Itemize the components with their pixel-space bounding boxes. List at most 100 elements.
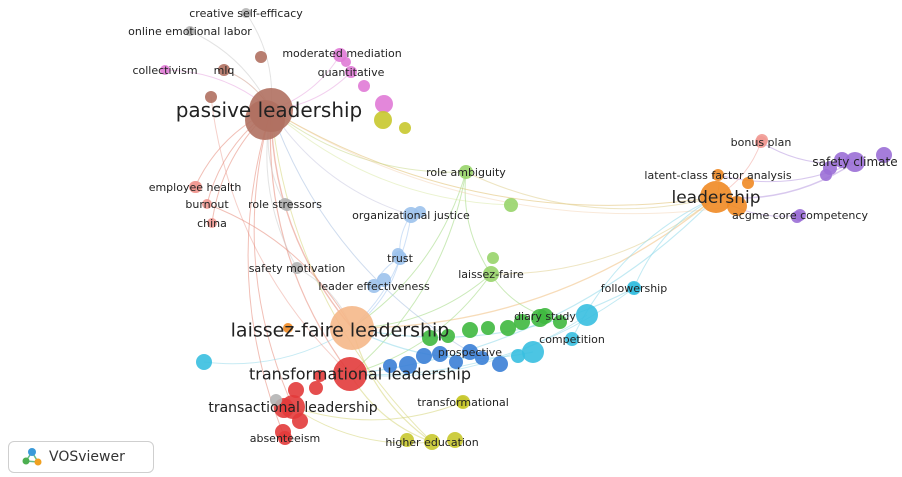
node-online-emotional-labor[interactable] xyxy=(185,26,195,36)
node-minor[interactable] xyxy=(399,122,411,134)
node-safety-climate[interactable] xyxy=(845,152,865,172)
label-leadership[interactable]: leadership xyxy=(672,188,761,208)
node-minor[interactable] xyxy=(374,111,392,129)
node-trust[interactable] xyxy=(393,251,407,265)
node-minor[interactable] xyxy=(422,330,438,346)
node-minor[interactable] xyxy=(447,432,463,448)
node-transformational-leadership[interactable] xyxy=(333,357,367,391)
label-safety-motivation[interactable]: safety motivation xyxy=(249,262,346,275)
label-quantitative[interactable]: quantitative xyxy=(318,66,385,79)
node-laissez-faire[interactable] xyxy=(483,266,499,282)
node-safety-motivation[interactable] xyxy=(291,262,303,274)
vosviewer-logo-badge[interactable]: VOSviewer xyxy=(8,441,154,473)
label-safety-climate[interactable]: safety climate xyxy=(812,155,897,169)
node-minor[interactable] xyxy=(309,381,323,395)
node-minor[interactable] xyxy=(314,370,326,382)
node-minor[interactable] xyxy=(727,196,747,216)
node-minor[interactable] xyxy=(504,198,518,212)
node-minor[interactable] xyxy=(742,177,754,189)
node-minor[interactable] xyxy=(375,95,393,113)
label-transactional-leadership[interactable]: transactional leadership xyxy=(208,400,377,416)
label-moderated-mediation[interactable]: moderated mediation xyxy=(282,47,401,60)
node-competition[interactable] xyxy=(565,332,579,346)
node-minor[interactable] xyxy=(441,329,455,343)
node-leader-effectiveness[interactable] xyxy=(367,279,381,293)
label-passive-leadership[interactable]: passive leadership xyxy=(176,98,363,122)
node-followership[interactable] xyxy=(627,281,641,295)
label-leader-effectiveness[interactable]: leader effectiveness xyxy=(318,280,430,293)
label-latent-class-factor-analysis[interactable]: latent-class factor analysis xyxy=(644,169,791,182)
node-diary-study[interactable] xyxy=(537,308,553,324)
node-quantitative[interactable] xyxy=(345,66,357,78)
label-role-stressors[interactable]: role stressors xyxy=(248,198,322,211)
label-trust[interactable]: trust xyxy=(387,252,414,265)
label-transformational-leadership[interactable]: transformational leadership xyxy=(249,365,471,384)
node-minor[interactable] xyxy=(400,433,414,447)
node-mlq[interactable] xyxy=(218,64,230,76)
node-prospective[interactable] xyxy=(462,344,478,360)
node-latent-class-factor-analysis[interactable] xyxy=(712,169,724,181)
node-minor[interactable] xyxy=(283,323,293,333)
node-minor[interactable] xyxy=(358,80,370,92)
node-minor[interactable] xyxy=(514,314,530,330)
node-bonus-plan[interactable] xyxy=(755,136,767,148)
node-minor[interactable] xyxy=(462,322,478,338)
node-moderated-mediation[interactable] xyxy=(333,48,347,62)
node-higher-education[interactable] xyxy=(424,434,440,450)
label-acgme-core-competency[interactable]: acgme core competency xyxy=(732,209,868,222)
node-minor[interactable] xyxy=(492,356,508,372)
node-transactional-leadership[interactable] xyxy=(281,395,305,419)
node-minor[interactable] xyxy=(522,341,544,363)
node-minor[interactable] xyxy=(481,321,495,335)
node-minor[interactable] xyxy=(288,382,304,398)
label-higher-education[interactable]: higher education xyxy=(385,436,478,449)
label-burnout[interactable]: burnout xyxy=(185,198,229,211)
label-organizational-justice[interactable]: organizational justice xyxy=(352,209,470,222)
node-laissez-faire-leadership[interactable] xyxy=(330,306,374,350)
label-laissez-faire-leadership[interactable]: laissez-faire leadership xyxy=(231,320,450,342)
node-passive-leadership[interactable] xyxy=(249,88,293,132)
node-minor[interactable] xyxy=(449,355,463,369)
node-minor[interactable] xyxy=(475,351,489,365)
node-minor[interactable] xyxy=(432,346,448,362)
label-competition[interactable]: competition xyxy=(539,333,605,346)
label-bonus-plan[interactable]: bonus plan xyxy=(731,136,792,149)
node-acgme-core-competency[interactable] xyxy=(794,209,806,221)
node-organizational-justice[interactable] xyxy=(403,207,419,223)
label-mlq[interactable]: mlq xyxy=(214,64,235,77)
label-laissez-faire[interactable]: laissez-faire xyxy=(458,268,524,281)
node-collectivism[interactable] xyxy=(160,65,170,75)
label-collectivism[interactable]: collectivism xyxy=(132,64,197,77)
node-minor[interactable] xyxy=(416,348,432,364)
label-prospective[interactable]: prospective xyxy=(438,346,502,359)
node-minor[interactable] xyxy=(205,91,217,103)
node-absenteeism[interactable] xyxy=(278,431,292,445)
label-online-emotional-labor[interactable]: online emotional labor xyxy=(128,25,252,38)
node-burnout[interactable] xyxy=(202,199,212,209)
node-minor[interactable] xyxy=(399,356,417,374)
node-minor[interactable] xyxy=(876,147,892,163)
label-diary-study[interactable]: diary study xyxy=(514,310,576,323)
node-minor[interactable] xyxy=(553,315,567,329)
node-leadership[interactable] xyxy=(700,181,732,213)
node-role-stressors[interactable] xyxy=(279,198,291,210)
node-transformational[interactable] xyxy=(456,395,470,409)
label-creative-self-efficacy[interactable]: creative self-efficacy xyxy=(189,7,303,20)
node-minor[interactable] xyxy=(196,354,212,370)
label-employee-health[interactable]: employee health xyxy=(149,181,242,194)
node-minor[interactable] xyxy=(383,359,397,373)
label-role-ambiguity[interactable]: role ambiguity xyxy=(426,166,506,179)
node-minor[interactable] xyxy=(820,169,832,181)
node-minor[interactable] xyxy=(500,320,516,336)
label-china[interactable]: china xyxy=(197,217,227,230)
node-minor[interactable] xyxy=(270,394,282,406)
node-china[interactable] xyxy=(207,218,217,228)
node-minor[interactable] xyxy=(576,304,598,326)
label-followership[interactable]: followership xyxy=(601,282,667,295)
node-minor[interactable] xyxy=(487,252,499,264)
node-creative-self-efficacy[interactable] xyxy=(241,8,251,18)
node-employee-health[interactable] xyxy=(189,181,201,193)
node-minor[interactable] xyxy=(511,349,525,363)
node-role-ambiguity[interactable] xyxy=(459,165,473,179)
